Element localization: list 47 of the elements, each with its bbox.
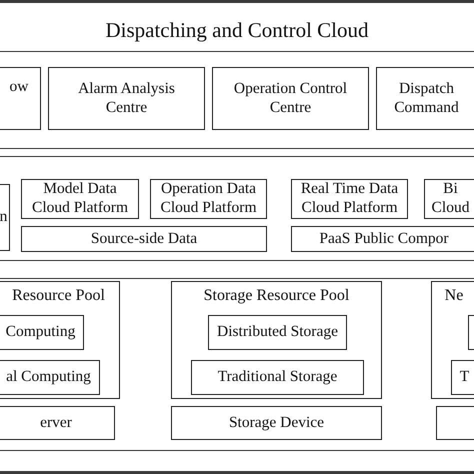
module-box <box>0 315 84 350</box>
box-label: Operation Data Cloud Platform <box>159 180 258 218</box>
module-box <box>291 226 474 252</box>
module-box <box>0 184 10 251</box>
box-label: Distributed Storage <box>217 323 338 342</box>
module-box <box>150 179 267 219</box>
box-label: Bi Cloud <box>430 180 470 218</box>
box-label: ow <box>10 78 28 97</box>
layer-band <box>0 156 474 261</box>
box-label: Operation Control Centre <box>232 80 348 118</box>
box-label: Source-side Data <box>90 230 198 248</box>
box-label: T <box>460 368 470 387</box>
module-box <box>291 179 408 219</box>
module-box <box>0 406 115 440</box>
box-label: al Computing <box>6 368 91 387</box>
module-box <box>424 179 474 219</box>
module-box <box>171 406 382 440</box>
module-box <box>376 67 474 130</box>
box-label: Dispatch Command <box>393 80 460 118</box>
pool-heading: Storage Resource Pool <box>204 286 350 306</box>
empty-box <box>436 406 474 440</box>
box-label: Computing <box>6 323 76 342</box>
box-label: PaaS Public Compor <box>319 230 449 248</box>
box-label: Storage Device <box>228 414 324 432</box>
module-box <box>212 67 369 130</box>
pool-heading: Resource Pool <box>12 286 105 306</box>
box-label: Alarm Analysis Centre <box>77 80 176 118</box>
pool-heading: Ne <box>444 286 464 306</box>
layer-band <box>0 51 474 149</box>
module-box <box>451 360 474 395</box>
module-box <box>21 226 267 252</box>
layer-band <box>0 278 474 451</box>
resource-pool-box <box>0 281 120 399</box>
module-box <box>0 360 100 395</box>
box-label: Real Time Data Cloud Platform <box>300 180 400 218</box>
module-box <box>191 360 364 395</box>
module-box <box>208 315 347 350</box>
box-label: Traditional Storage <box>218 368 338 387</box>
box-label: n <box>0 208 8 227</box>
resource-pool-box <box>431 281 474 399</box>
box-label: Model Data Cloud Platform <box>30 180 129 218</box>
module-box <box>21 179 139 219</box>
module-box <box>0 67 41 130</box>
resource-pool-box <box>171 281 382 399</box>
box-label: erver <box>40 414 72 432</box>
frame-heading: Dispatching and Control Cloud <box>105 17 369 44</box>
module-box <box>48 67 205 130</box>
